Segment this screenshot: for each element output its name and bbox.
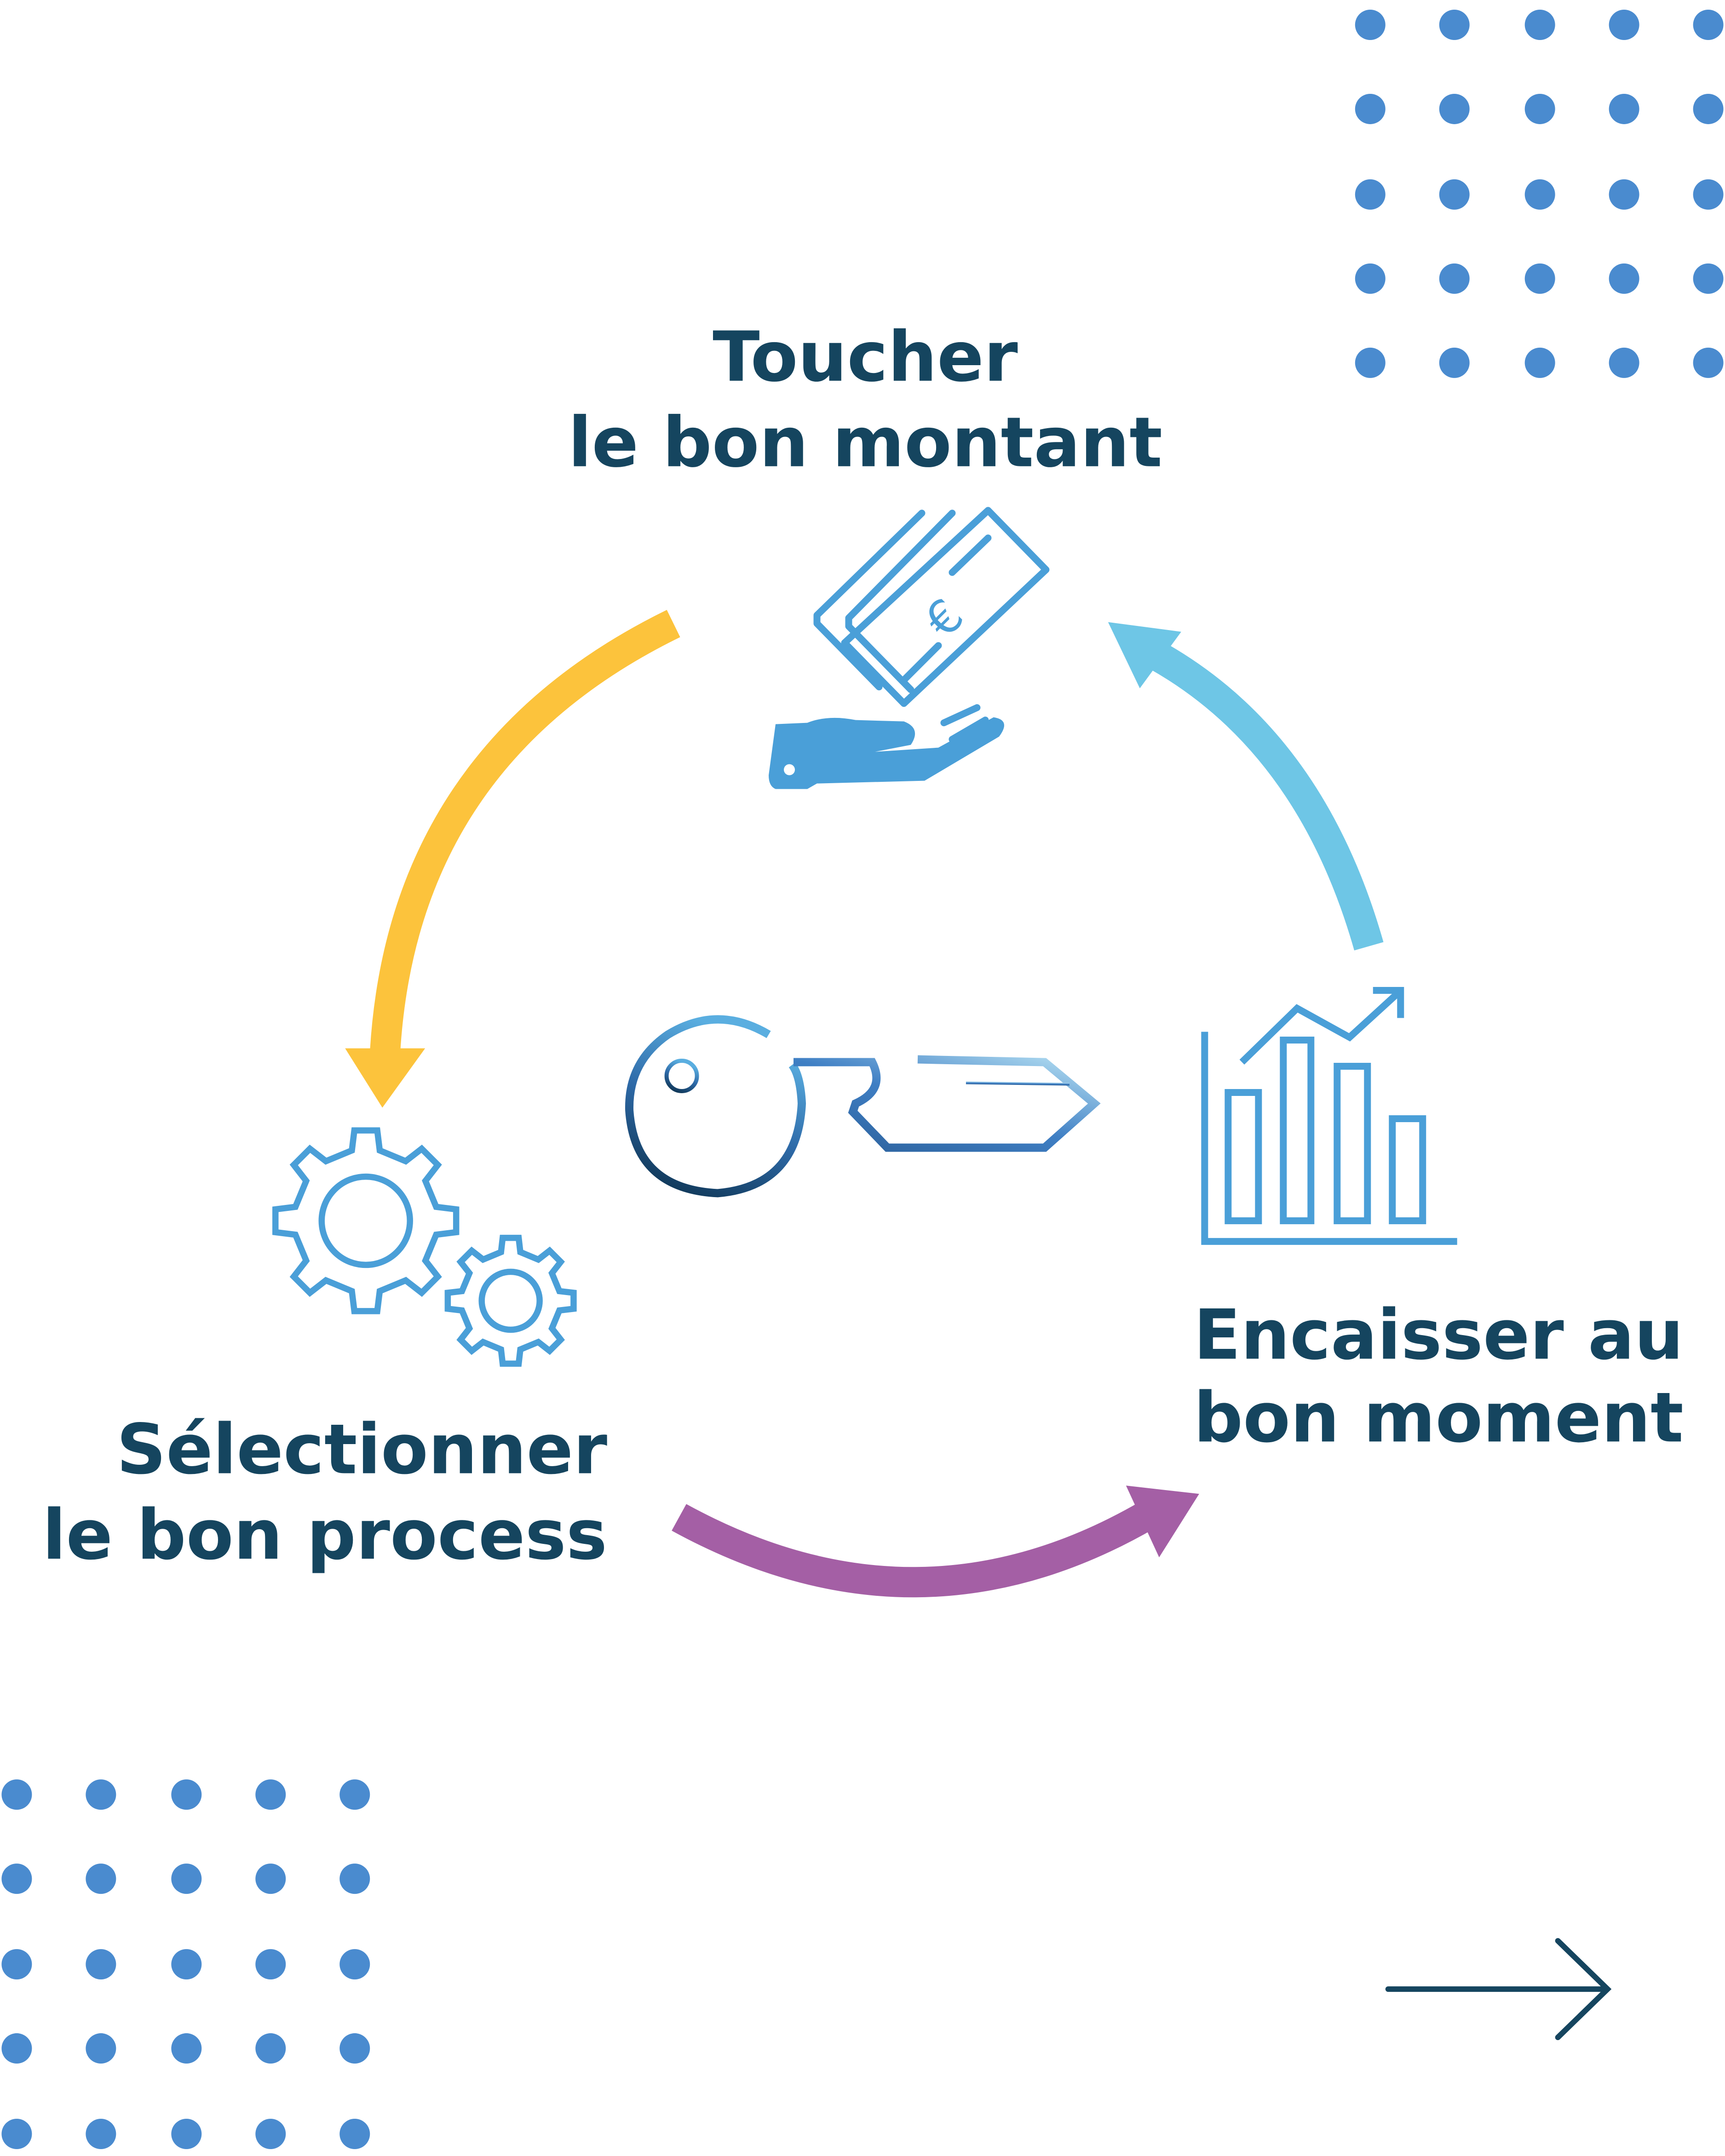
key-icon xyxy=(625,1015,1101,1198)
decorative-dot-grid-bottom-left xyxy=(1,1779,370,2150)
decorative-dot xyxy=(1693,263,1724,294)
decorative-dot xyxy=(1355,179,1386,210)
decorative-dot xyxy=(1355,93,1386,124)
decorative-dot-grid-top-right xyxy=(1355,9,1724,378)
decorative-dot xyxy=(1355,347,1386,378)
step-left-title-line1: Sélectionner xyxy=(116,1410,607,1490)
decorative-dot xyxy=(1609,93,1639,124)
decorative-dot xyxy=(1524,93,1555,124)
decorative-dot xyxy=(1693,347,1724,378)
decorative-dot xyxy=(1439,93,1470,124)
decorative-dot xyxy=(1439,347,1470,378)
decorative-dot xyxy=(1,2033,32,2064)
decorative-dot xyxy=(1439,179,1470,210)
decorative-dot xyxy=(1439,263,1470,294)
money-in-hand-icon: € xyxy=(769,507,1050,789)
decorative-dot xyxy=(86,1949,116,1980)
step-left-title-line2: le bon process xyxy=(42,1495,607,1575)
decorative-dot xyxy=(171,1779,202,1810)
cycle-arrow-purple xyxy=(672,1485,1199,1598)
decorative-dot xyxy=(86,2119,116,2150)
decorative-dot xyxy=(1524,347,1555,378)
decorative-dot xyxy=(1609,179,1639,210)
decorative-dot xyxy=(339,1864,370,1894)
decorative-dot xyxy=(339,1949,370,1980)
decorative-dot xyxy=(171,2119,202,2150)
decorative-dot xyxy=(255,1864,286,1894)
decorative-dot xyxy=(1524,263,1555,294)
decorative-dot xyxy=(1439,9,1470,40)
bar-chart-trend-icon xyxy=(1201,987,1457,1245)
decorative-dot xyxy=(171,2033,202,2064)
step-right-title-line2: bon moment xyxy=(1194,1378,1684,1458)
step-right-title-line1: Encaisser au xyxy=(1194,1295,1684,1375)
decorative-dot xyxy=(86,2033,116,2064)
decorative-dot xyxy=(1693,9,1724,40)
decorative-dot xyxy=(1355,9,1386,40)
decorative-dot xyxy=(1524,9,1555,40)
step-top-title-line2: le bon montant xyxy=(568,403,1162,483)
decorative-dot xyxy=(1609,347,1639,378)
cycle-arrow-light-blue xyxy=(1108,622,1384,951)
decorative-dot xyxy=(86,1779,116,1810)
decorative-dot xyxy=(339,2119,370,2150)
decorative-dot xyxy=(1609,263,1639,294)
arrow-right-icon[interactable] xyxy=(1385,1938,1612,2041)
decorative-dot xyxy=(255,1779,286,1810)
decorative-dot xyxy=(1609,9,1639,40)
step-top-title-line1: Toucher xyxy=(713,317,1018,397)
svg-text:€: € xyxy=(914,589,974,648)
decorative-dot xyxy=(339,1779,370,1810)
decorative-dot xyxy=(255,1949,286,1980)
decorative-dot xyxy=(86,1864,116,1894)
decorative-dot xyxy=(1,1779,32,1810)
decorative-dot xyxy=(1,2119,32,2150)
decorative-dot xyxy=(339,2033,370,2064)
decorative-dot xyxy=(1693,179,1724,210)
decorative-dot xyxy=(255,2119,286,2150)
decorative-dot xyxy=(1,1949,32,1980)
decorative-dot xyxy=(1355,263,1386,294)
decorative-dot xyxy=(1693,93,1724,124)
decorative-dot xyxy=(1,1864,32,1894)
decorative-dot xyxy=(1524,179,1555,210)
decorative-dot xyxy=(255,2033,286,2064)
decorative-dot xyxy=(171,1949,202,1980)
cycle-arrow-yellow xyxy=(345,610,680,1108)
gears-icon xyxy=(272,1127,577,1367)
decorative-dot xyxy=(171,1864,202,1894)
